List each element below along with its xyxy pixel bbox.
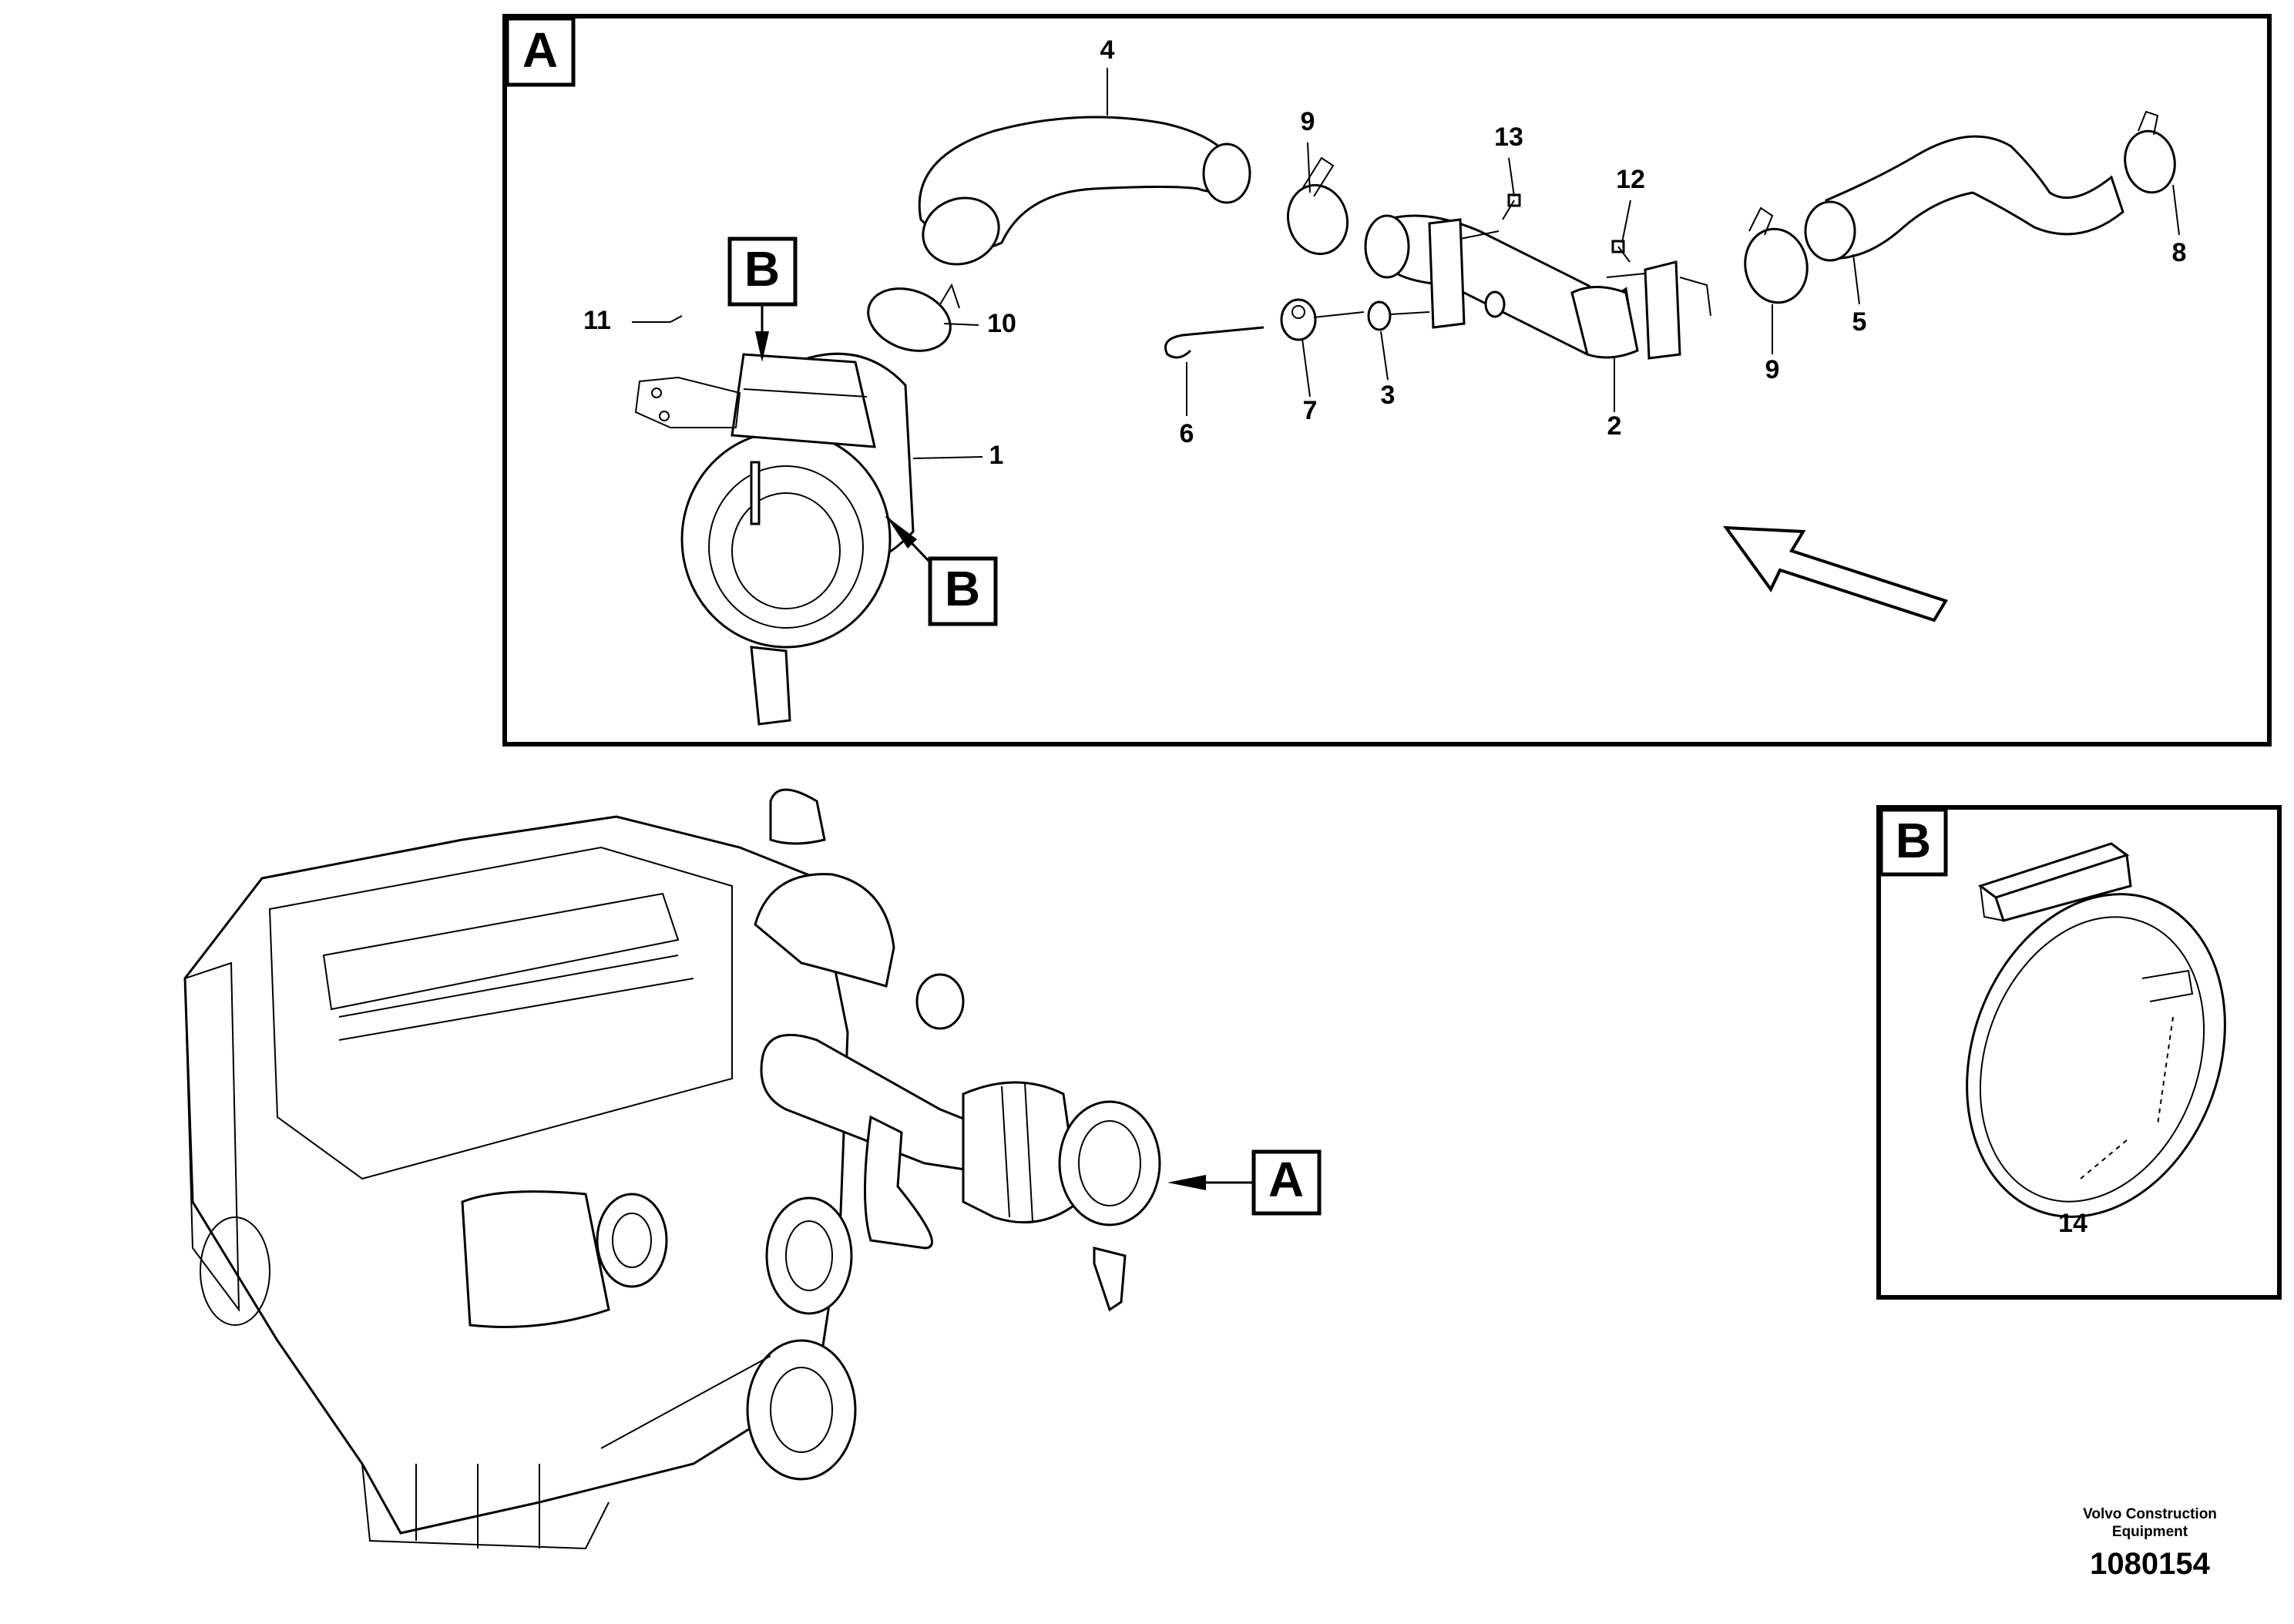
document-number: 1080154 (2090, 1547, 2210, 1581)
clamp-9-upper (1286, 156, 1349, 256)
callout-9-upper: 9 (1301, 107, 1315, 136)
flow-direction-arrow (1722, 525, 1949, 622)
view-b-label: B (1896, 813, 1931, 868)
clamp-10 (867, 283, 960, 352)
callout-10: 10 (987, 309, 1016, 338)
detail-b-marker-upper: B (727, 237, 798, 362)
callout-4: 4 (1100, 35, 1115, 65)
callout-3: 3 (1381, 381, 1396, 410)
callout-14: 14 (2058, 1209, 2087, 1238)
detail-a-marker-label: A (1268, 1152, 1304, 1207)
detail-b-marker-lower-label: B (945, 561, 980, 616)
footer-credit: Volvo Construction Equipment 1080154 (2083, 1506, 2217, 1581)
hook-6 (1164, 326, 1265, 359)
credit-line-2: Equipment (2112, 1524, 2188, 1540)
callout-9-right: 9 (1765, 355, 1780, 384)
leader-lines (632, 68, 2180, 1206)
callout-8: 8 (2172, 238, 2187, 267)
detail-b-marker-upper-label: B (744, 241, 780, 297)
detail-b-marker-lower: B (885, 515, 998, 626)
view-a-panel: A (502, 14, 2272, 747)
callout-1: 1 (989, 441, 1004, 470)
engine-overview (183, 788, 1161, 1550)
credit-line-1: Volvo Construction (2083, 1506, 2217, 1522)
pipe-2 (1364, 214, 1711, 360)
callout-11: 11 (583, 306, 611, 335)
callout-5: 5 (1852, 307, 1867, 337)
air-filter (634, 352, 915, 726)
view-b-panel: B (1876, 805, 2282, 1300)
callout-7: 7 (1303, 396, 1318, 425)
detail-a-marker: A (1167, 1149, 1322, 1216)
screw-12 (1611, 240, 1631, 263)
callout-numbers: 4 9 13 12 10 11 1 6 7 3 2 9 5 8 (583, 35, 2186, 470)
callout-2: 2 (1607, 411, 1622, 441)
hose-5 (1804, 135, 2124, 262)
callout-12: 12 (1616, 165, 1645, 194)
callout-13: 13 (1494, 122, 1523, 152)
sensor-7 (1280, 298, 1365, 341)
gasket-3 (1367, 300, 1430, 331)
screw-13 (1502, 193, 1521, 220)
callout-6: 6 (1180, 419, 1194, 448)
hose-4 (918, 116, 1251, 266)
hose-clamp-band-14 (1966, 842, 2226, 1218)
clamp-8 (2124, 110, 2176, 194)
clamp-9-right (1744, 206, 1809, 304)
view-a-label: A (522, 22, 558, 78)
